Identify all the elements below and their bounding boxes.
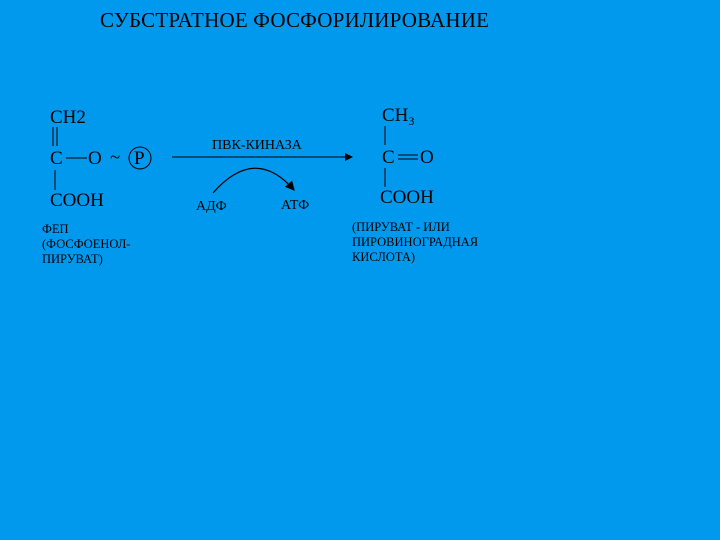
adp-label: АДФ xyxy=(196,199,227,214)
substrate-oxygen: O xyxy=(88,148,102,169)
product-subscript-3: 3 xyxy=(408,114,415,128)
product-ch3: CH3 xyxy=(382,105,414,129)
substrate-cooh: COOH xyxy=(50,190,104,211)
adp-atp-curve xyxy=(212,167,295,194)
product-oxygen: O xyxy=(420,147,434,168)
page-title: СУБСТРАТНОЕ ФОСФОРИЛИРОВАНИЕ xyxy=(100,8,490,32)
substrate-carbon: C xyxy=(50,148,63,169)
product-ch: CH xyxy=(382,105,409,126)
atp-label: АТФ xyxy=(281,198,310,213)
phosphate-label: P xyxy=(134,148,145,169)
product-carbon: C xyxy=(382,147,395,168)
tilde-bond: ~ xyxy=(110,147,121,168)
substrate-name: ФЕП (ФОСФОЕНОЛ- ПИРУВАТ) xyxy=(42,222,131,266)
enzyme-label: ПВК-КИНАЗА xyxy=(212,138,302,153)
phosphate-circle xyxy=(128,146,152,170)
substrate-ch2: CH2 xyxy=(50,107,86,128)
product-name: (ПИРУВАТ - ИЛИ ПИРОВИНОГРАДНАЯ КИСЛОТА) xyxy=(352,220,479,264)
product-cooh: COOH xyxy=(380,187,434,208)
